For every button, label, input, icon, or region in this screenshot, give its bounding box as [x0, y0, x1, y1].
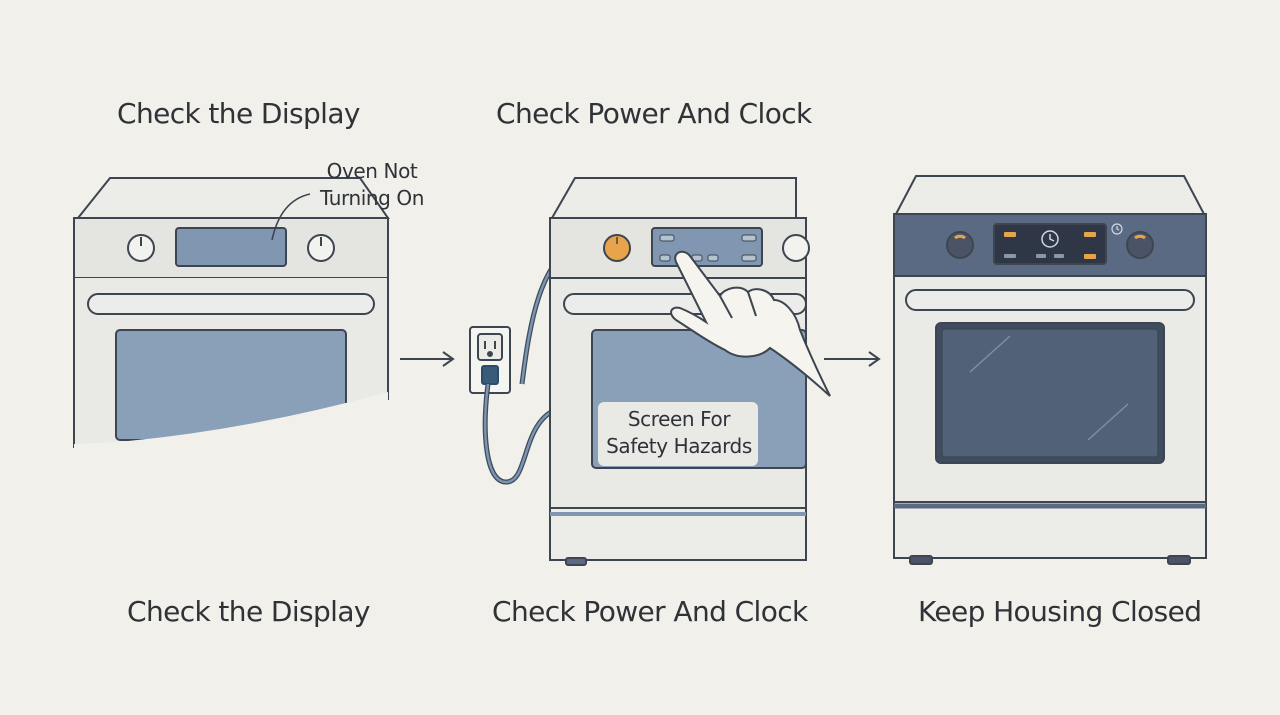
oven-1: [73, 177, 390, 450]
clock-icon: [1041, 230, 1059, 248]
arrow-right-icon: [824, 351, 881, 367]
callout-1: Oven Not Turning On: [312, 158, 432, 212]
step-2-top-title: Check Power And Clock: [496, 97, 812, 130]
knob-orange: [603, 234, 631, 262]
callout-1-line-1: Oven Not: [326, 159, 418, 183]
knob-left: [127, 234, 155, 262]
callout-2-line-2: Safety Hazards: [606, 434, 752, 458]
step-3-bottom-title: Keep Housing Closed: [918, 595, 1202, 628]
callout-box-2: [598, 402, 758, 466]
pointing-hand-icon: [670, 250, 831, 397]
callout-leader-1: [271, 193, 311, 241]
outlet-icon: [469, 326, 511, 394]
oven-2: [549, 177, 810, 566]
display-panel: [175, 227, 287, 267]
callout-2-line-1: Screen For: [627, 407, 731, 431]
step-2-bottom-title: Check Power And Clock: [492, 595, 808, 628]
digital-display: [993, 223, 1107, 265]
knob-right: [307, 234, 335, 262]
step-1-top-title: Check the Display: [117, 97, 361, 130]
callout-2: Screen For Safety Hazards: [604, 406, 754, 460]
arrow-right-icon: [400, 351, 455, 367]
door-handle: [87, 293, 375, 315]
plug-icon: [481, 365, 499, 385]
oven-3: [893, 175, 1207, 565]
callout-1-line-2: Turning On: [319, 186, 425, 210]
step-1-bottom-title: Check the Display: [127, 595, 371, 628]
